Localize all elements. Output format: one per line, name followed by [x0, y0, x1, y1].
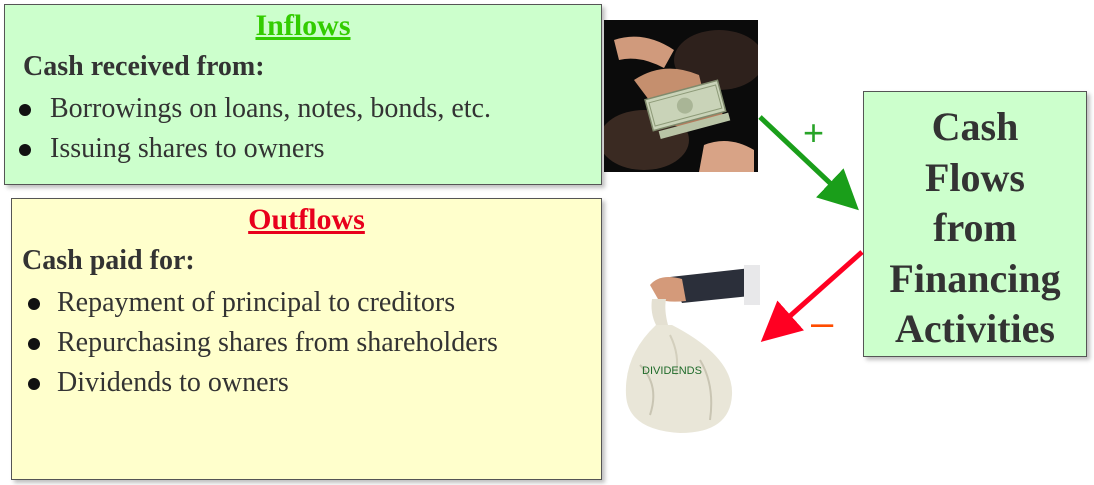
- bullet-icon: [28, 338, 40, 350]
- bag-label: DIVIDENDS: [642, 365, 702, 377]
- list-item: Borrowings on loans, notes, bonds, etc.: [5, 89, 601, 129]
- financing-activities-title: Cash Flows from Financing Activities: [889, 104, 1061, 351]
- bullet-icon: [19, 104, 31, 116]
- outflows-title: Outflows: [248, 203, 365, 236]
- minus-sign: –: [811, 301, 834, 345]
- list-item-text: Repurchasing shares from shareholders: [57, 327, 498, 358]
- financing-activities-box: Cash Flows from Financing Activities: [863, 91, 1087, 357]
- bullet-icon: [19, 144, 31, 156]
- inflows-box: Inflows Cash received from: Borrowings o…: [4, 4, 602, 185]
- bullet-icon: [28, 378, 40, 390]
- list-item-text: Borrowings on loans, notes, bonds, etc.: [50, 93, 491, 124]
- money-bag-photo: [625, 265, 760, 433]
- inflows-title: Inflows: [255, 9, 351, 42]
- bullet-icon: [28, 298, 40, 310]
- outflows-list: Repayment of principal to creditors Repu…: [12, 283, 601, 403]
- inflows-list: Borrowings on loans, notes, bonds, etc. …: [5, 89, 601, 169]
- list-item: Dividends to owners: [12, 363, 601, 403]
- list-item-text: Dividends to owners: [57, 367, 289, 398]
- outflows-box: Outflows Cash paid for: Repayment of pri…: [11, 198, 602, 480]
- outflows-subtitle: Cash paid for:: [22, 245, 195, 276]
- plus-sign: +: [803, 112, 825, 153]
- list-item-text: Repayment of principal to creditors: [57, 287, 456, 318]
- inflows-subtitle: Cash received from:: [23, 51, 265, 82]
- list-item: Repurchasing shares from shareholders: [12, 323, 601, 363]
- list-item: Repayment of principal to creditors: [12, 283, 601, 323]
- list-item-text: Issuing shares to owners: [50, 133, 325, 164]
- cash-handoff-photo: [604, 20, 758, 172]
- list-item: Issuing shares to owners: [5, 129, 601, 169]
